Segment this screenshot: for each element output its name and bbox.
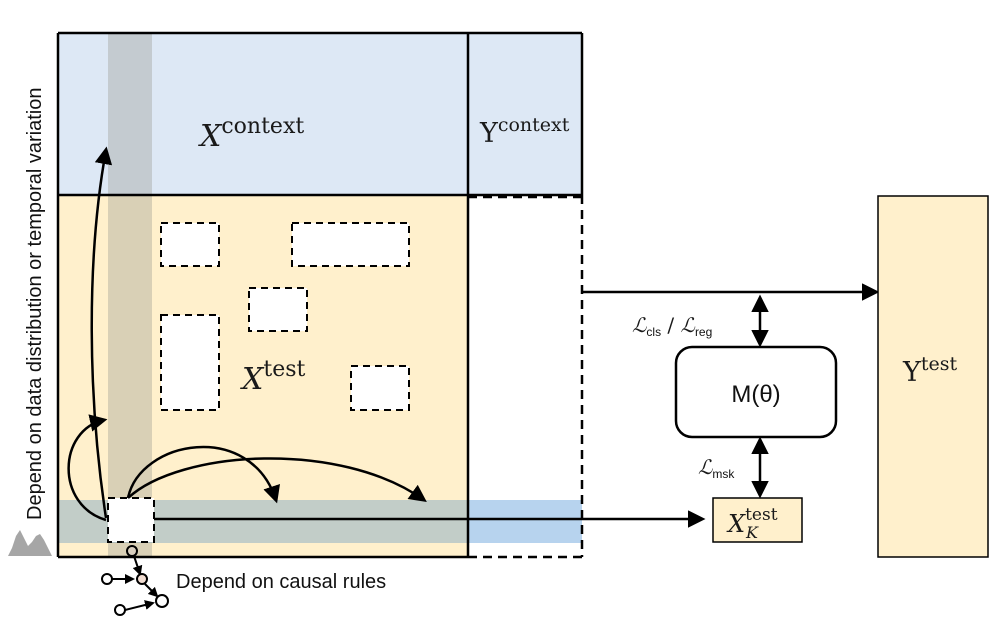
masked-cell [248, 287, 308, 332]
model-box [674, 345, 838, 439]
x-context-label: Xcontext [198, 114, 304, 154]
masked-cell [160, 222, 220, 267]
sample-row-band-y [468, 500, 582, 543]
masked-cell [350, 365, 410, 411]
x-k-test-box [712, 497, 803, 543]
target-masked-cell [107, 497, 155, 543]
masked-cell [291, 222, 410, 267]
x-test-label: Xtest [240, 357, 306, 397]
masked-cell [160, 314, 220, 411]
table-borders [56, 31, 584, 559]
causal-rules-label: Depend on causal rules [176, 571, 386, 593]
side-axis-label: Depend on data distribution or temporal … [24, 88, 46, 520]
masked-cells [107, 222, 410, 543]
model-label: M(θ) [731, 381, 780, 408]
y-test-dashed-border [468, 195, 584, 559]
arrow-to-context [90, 146, 113, 519]
x-context-region [58, 33, 468, 195]
arrow-to-cell-mid [126, 445, 280, 504]
arrow-to-column [67, 414, 108, 522]
feature-column-band [108, 33, 152, 557]
y-test-box [877, 195, 989, 558]
y-test-label: Ytest [902, 353, 957, 388]
loss-msk-label: ℒmsk [698, 455, 735, 481]
y-context-region [468, 33, 582, 195]
x-k-test-label: Xtest [726, 505, 778, 538]
distribution-histogram-icon [8, 530, 52, 556]
arrow-to-cell-far [127, 457, 427, 503]
y-test-masked-column [468, 195, 582, 557]
dependency-arrows [67, 146, 880, 528]
loss-cls-reg-label: ℒcls / ℒreg [632, 313, 712, 339]
causal-graph-icon [101, 545, 169, 616]
y-context-label: Ycontext [479, 114, 570, 149]
x-k-subscript: K [745, 523, 759, 542]
